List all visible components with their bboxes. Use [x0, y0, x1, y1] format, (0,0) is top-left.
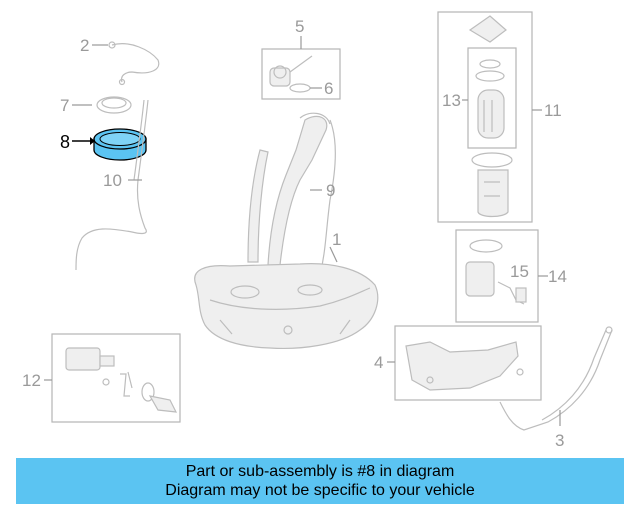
parts-diagram: 2 7 8 10 5 6: [22, 11, 613, 450]
callout-11: 11: [544, 101, 562, 120]
callout-6: 6: [324, 79, 333, 98]
callout-13: 13: [442, 91, 461, 110]
callout-5: 5: [295, 17, 304, 36]
banner-line-1: Part or sub-assembly is #8 in diagram: [185, 463, 455, 480]
banner-line-2: Diagram may not be specific to your vehi…: [165, 482, 475, 499]
part-4-box: [394, 325, 542, 401]
callout-8: 8: [60, 132, 70, 152]
fuel-tank-assembly: [194, 112, 379, 349]
callout-15: 15: [510, 262, 529, 281]
info-banner: Part or sub-assembly is #8 in diagram Di…: [16, 458, 624, 504]
callout-9: 9: [326, 181, 335, 200]
part-3-tank-strap: [499, 326, 613, 431]
callout-3: 3: [555, 431, 564, 450]
callout-14: 14: [548, 267, 567, 286]
part-8-seal-highlighted[interactable]: [93, 128, 147, 161]
part-2-strap: [108, 41, 160, 86]
callout-12: 12: [22, 371, 41, 390]
part-4-shield: [405, 341, 524, 391]
part-7-ring: [96, 96, 132, 114]
part-15-sender: [465, 239, 527, 305]
part-11-box: [437, 11, 533, 223]
callout-2: 2: [80, 36, 89, 55]
callout-7: 7: [60, 96, 69, 115]
part-11-pump-module: [468, 15, 513, 218]
part-10-breather-tube: [75, 99, 149, 271]
callout-10: 10: [103, 171, 122, 190]
part-12-filter-kit: [65, 347, 178, 413]
part-12-box: [51, 333, 181, 423]
callout-1: 1: [332, 230, 341, 249]
callout-4: 4: [374, 353, 383, 372]
part-13-box: [467, 47, 517, 149]
part-5-filler-neck-cap: [269, 55, 313, 93]
